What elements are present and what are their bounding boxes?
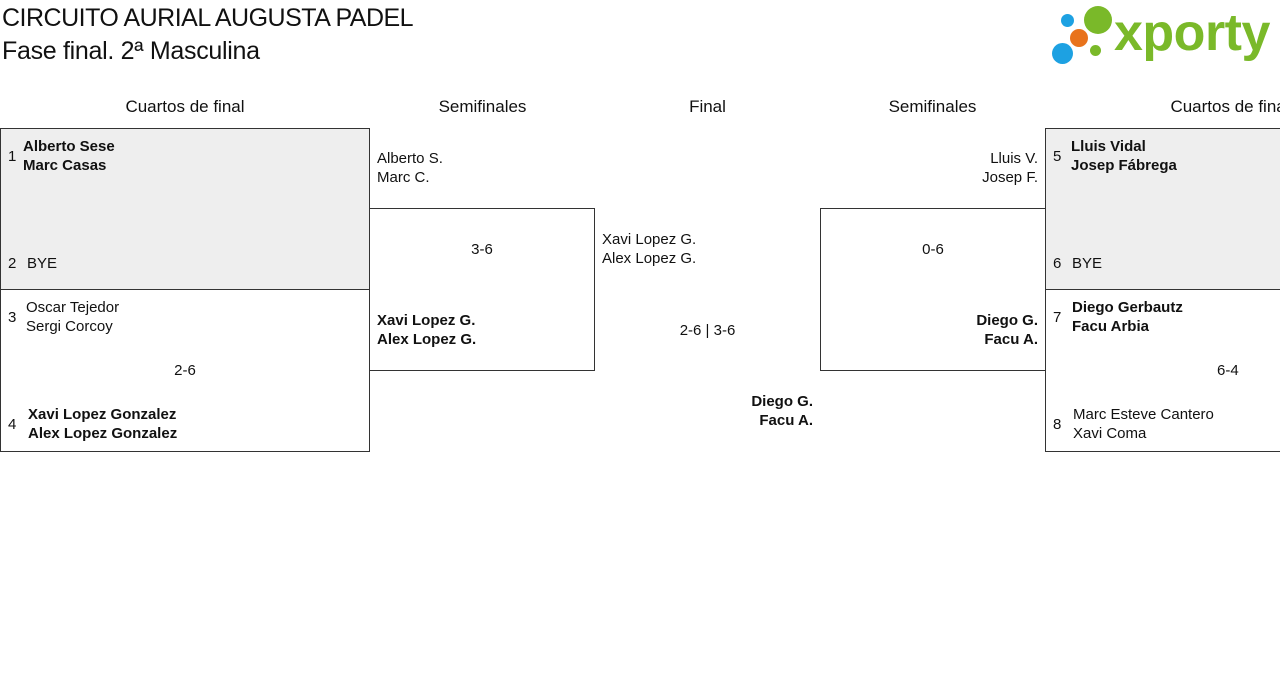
player-name: Alberto Sese [23,138,115,155]
player-name: Josep Fábrega [1071,157,1177,174]
seed-number: 6 [1053,255,1062,272]
player-name: Xavi Lopez G. [602,231,697,248]
seed-number: 2 [8,255,17,272]
player-name: Josep F. [982,169,1038,186]
seed-number: 1 [8,148,17,165]
seed-number: 8 [1053,416,1062,433]
seed-number: 5 [1053,148,1062,165]
player-name: Marc C. [377,169,430,186]
player-name: Lluis V. [990,150,1038,167]
player-name: Facu A. [759,412,813,429]
player-name: Xavi Lopez G. [377,312,476,329]
seed-number: 4 [8,416,17,433]
round-title-right-qf: Cuartos de final [1170,97,1280,116]
player-name: Oscar Tejedor [26,299,120,316]
bye-label: BYE [1072,255,1103,272]
player-name: Marc Casas [23,157,107,174]
player-name: Sergi Corcoy [26,318,113,335]
logo-dot-green-icon [1084,6,1112,34]
right-qf-match-1[interactable]: 5 Lluis Vidal Josep Fábrega 6 BYE [1045,128,1280,290]
left-qf-match-2[interactable]: 3 Oscar Tejedor Sergi Corcoy 2-6 4 Xavi … [0,289,370,452]
round-title-right-sf: Semifinales [888,97,977,116]
match-score: 2-6 | 3-6 [679,322,736,339]
final-match[interactable]: Xavi Lopez G. Alex Lopez G. 2-6 | 3-6 Di… [595,208,820,452]
player-name: Xavi Lopez Gonzalez [28,406,177,423]
right-qf-match-2[interactable]: 7 Diego Gerbautz Facu Arbia 6-4 8 Marc E… [1045,289,1280,452]
logo-text: xporty [1114,4,1270,62]
logo-dot-orange-icon [1070,29,1088,47]
page-title: CIRCUITO AURIAL AUGUSTA PADEL [2,4,414,32]
right-sf-match[interactable]: 0-6 Diego G. Facu A. [820,208,1046,371]
player-name: Lluis Vidal [1071,138,1146,155]
player-name: Alex Lopez Gonzalez [28,425,178,442]
player-name: Facu A. [984,331,1038,348]
logo-dot-blue-small-icon [1061,14,1074,27]
round-title-final: Final [689,97,726,116]
seed-number: 3 [8,309,17,326]
xporty-logo[interactable]: xporty [1050,2,1278,68]
player-name: Facu Arbia [1072,318,1149,335]
round-title-left-sf: Semifinales [438,97,527,116]
logo-dot-blue-icon [1052,43,1073,64]
left-sf-match[interactable]: 3-6 Xavi Lopez G. Alex Lopez G. [369,208,595,371]
match-score: 6-4 [1217,362,1239,379]
seed-number: 7 [1053,309,1062,326]
player-name: Diego G. [976,312,1038,329]
match-score: 3-6 [471,241,493,258]
player-name: Marc Esteve Cantero [1073,406,1214,423]
player-name: Alex Lopez G. [377,331,477,348]
round-title-left-qf: Cuartos de final [125,97,245,116]
player-name: Alex Lopez G. [602,250,697,267]
player-name: Diego Gerbautz [1072,299,1183,316]
match-score: 0-6 [922,241,944,258]
page-subtitle: Fase final. 2ª Masculina [2,37,260,65]
player-name: Diego G. [751,393,813,410]
player-name: Xavi Coma [1073,425,1147,442]
match-score: 2-6 [174,362,196,379]
player-name: Alberto S. [377,150,443,167]
left-qf-match-1[interactable]: 1 Alberto Sese Marc Casas 2 BYE [0,128,370,290]
bye-label: BYE [27,255,58,272]
logo-dot-green-small-icon [1090,45,1101,56]
